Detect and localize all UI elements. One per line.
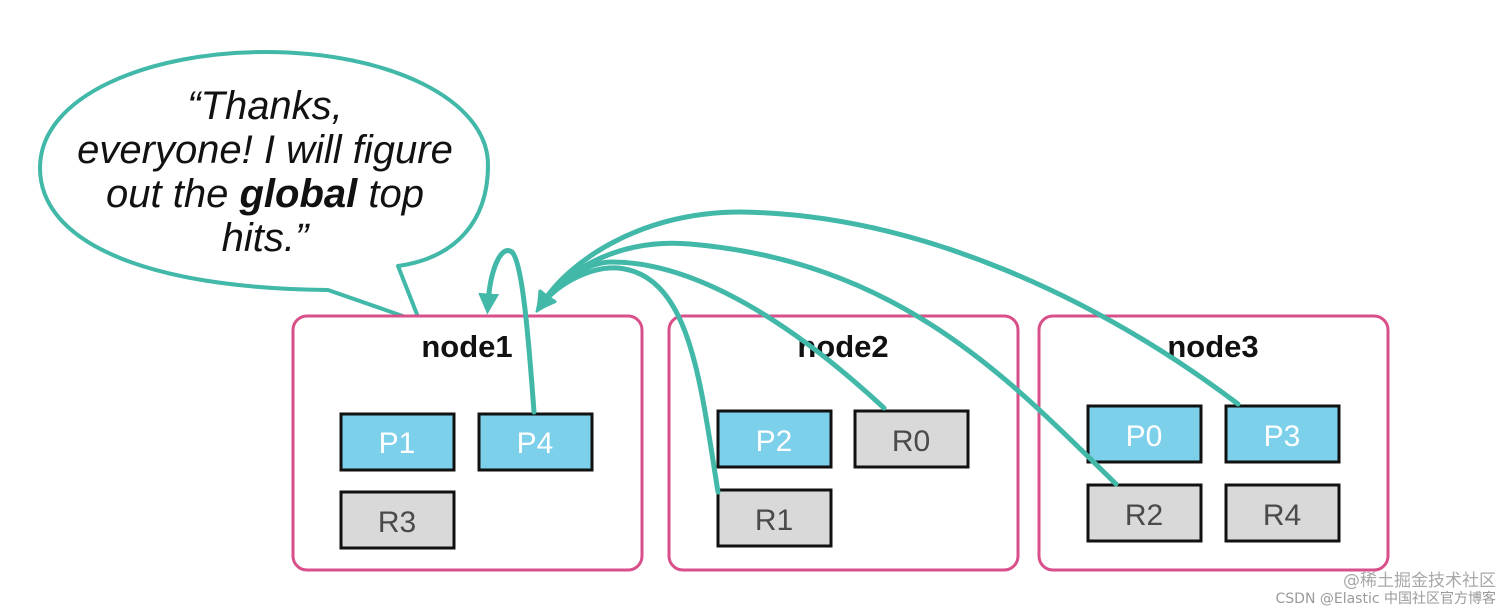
shard-r4-label: R4 [1263, 499, 1301, 532]
shard-r1: R1 [716, 488, 833, 548]
node3-title: node3 [1167, 329, 1258, 364]
watermark-line-1: @稀土掘金技术社区 [1343, 571, 1496, 591]
speech-line-1: “Thanks, [187, 84, 343, 128]
arrow-p3-to-node1 [536, 209, 1241, 407]
shard-p2: P2 [716, 409, 833, 469]
shard-p3: P3 [1224, 404, 1341, 464]
shard-p4: P4 [477, 412, 594, 472]
speech-bubble [38, 50, 490, 324]
node1-title: node1 [421, 329, 512, 364]
speech-line-2: everyone! I will figure [77, 128, 453, 172]
speech-line-3: out the global top [40, 172, 490, 216]
shard-r0-label: R0 [892, 425, 930, 458]
shard-p1-label: P1 [379, 427, 416, 460]
shard-r0: R0 [853, 409, 970, 469]
shard-p4-label: P4 [517, 427, 554, 460]
shard-p0: P0 [1086, 404, 1203, 464]
arrow-r1-to-node1 [535, 265, 721, 495]
shard-p1: P1 [339, 412, 456, 472]
speech-bubble-text: “Thanks, everyone! I will figure out the… [40, 84, 490, 260]
watermark: @稀土掘金技术社区 CSDN @Elastic 中国社区官方博客 [1276, 572, 1497, 608]
shard-r3-label: R3 [378, 506, 416, 539]
shard-r1-label: R1 [755, 504, 793, 537]
arrow-r2-to-node1 [536, 240, 1119, 487]
speech-line-3-end: top [357, 172, 424, 216]
speech-emphasis-global: global [239, 172, 358, 216]
shard-p2-label: P2 [756, 425, 793, 458]
shard-p3-label: P3 [1264, 420, 1301, 453]
arrow-p4-to-node1 [478, 248, 537, 415]
shard-r4: R4 [1224, 483, 1341, 543]
speech-line-4: hits.” [221, 216, 309, 260]
watermark-line-2: CSDN @Elastic 中国社区官方博客 [1275, 591, 1497, 607]
shard-p0-label: P0 [1126, 420, 1163, 453]
shard-r2-label: R2 [1125, 499, 1163, 532]
speech-line-3-start: out the [106, 172, 240, 216]
shard-r2: R2 [1086, 483, 1203, 543]
shard-r3: R3 [339, 490, 456, 550]
